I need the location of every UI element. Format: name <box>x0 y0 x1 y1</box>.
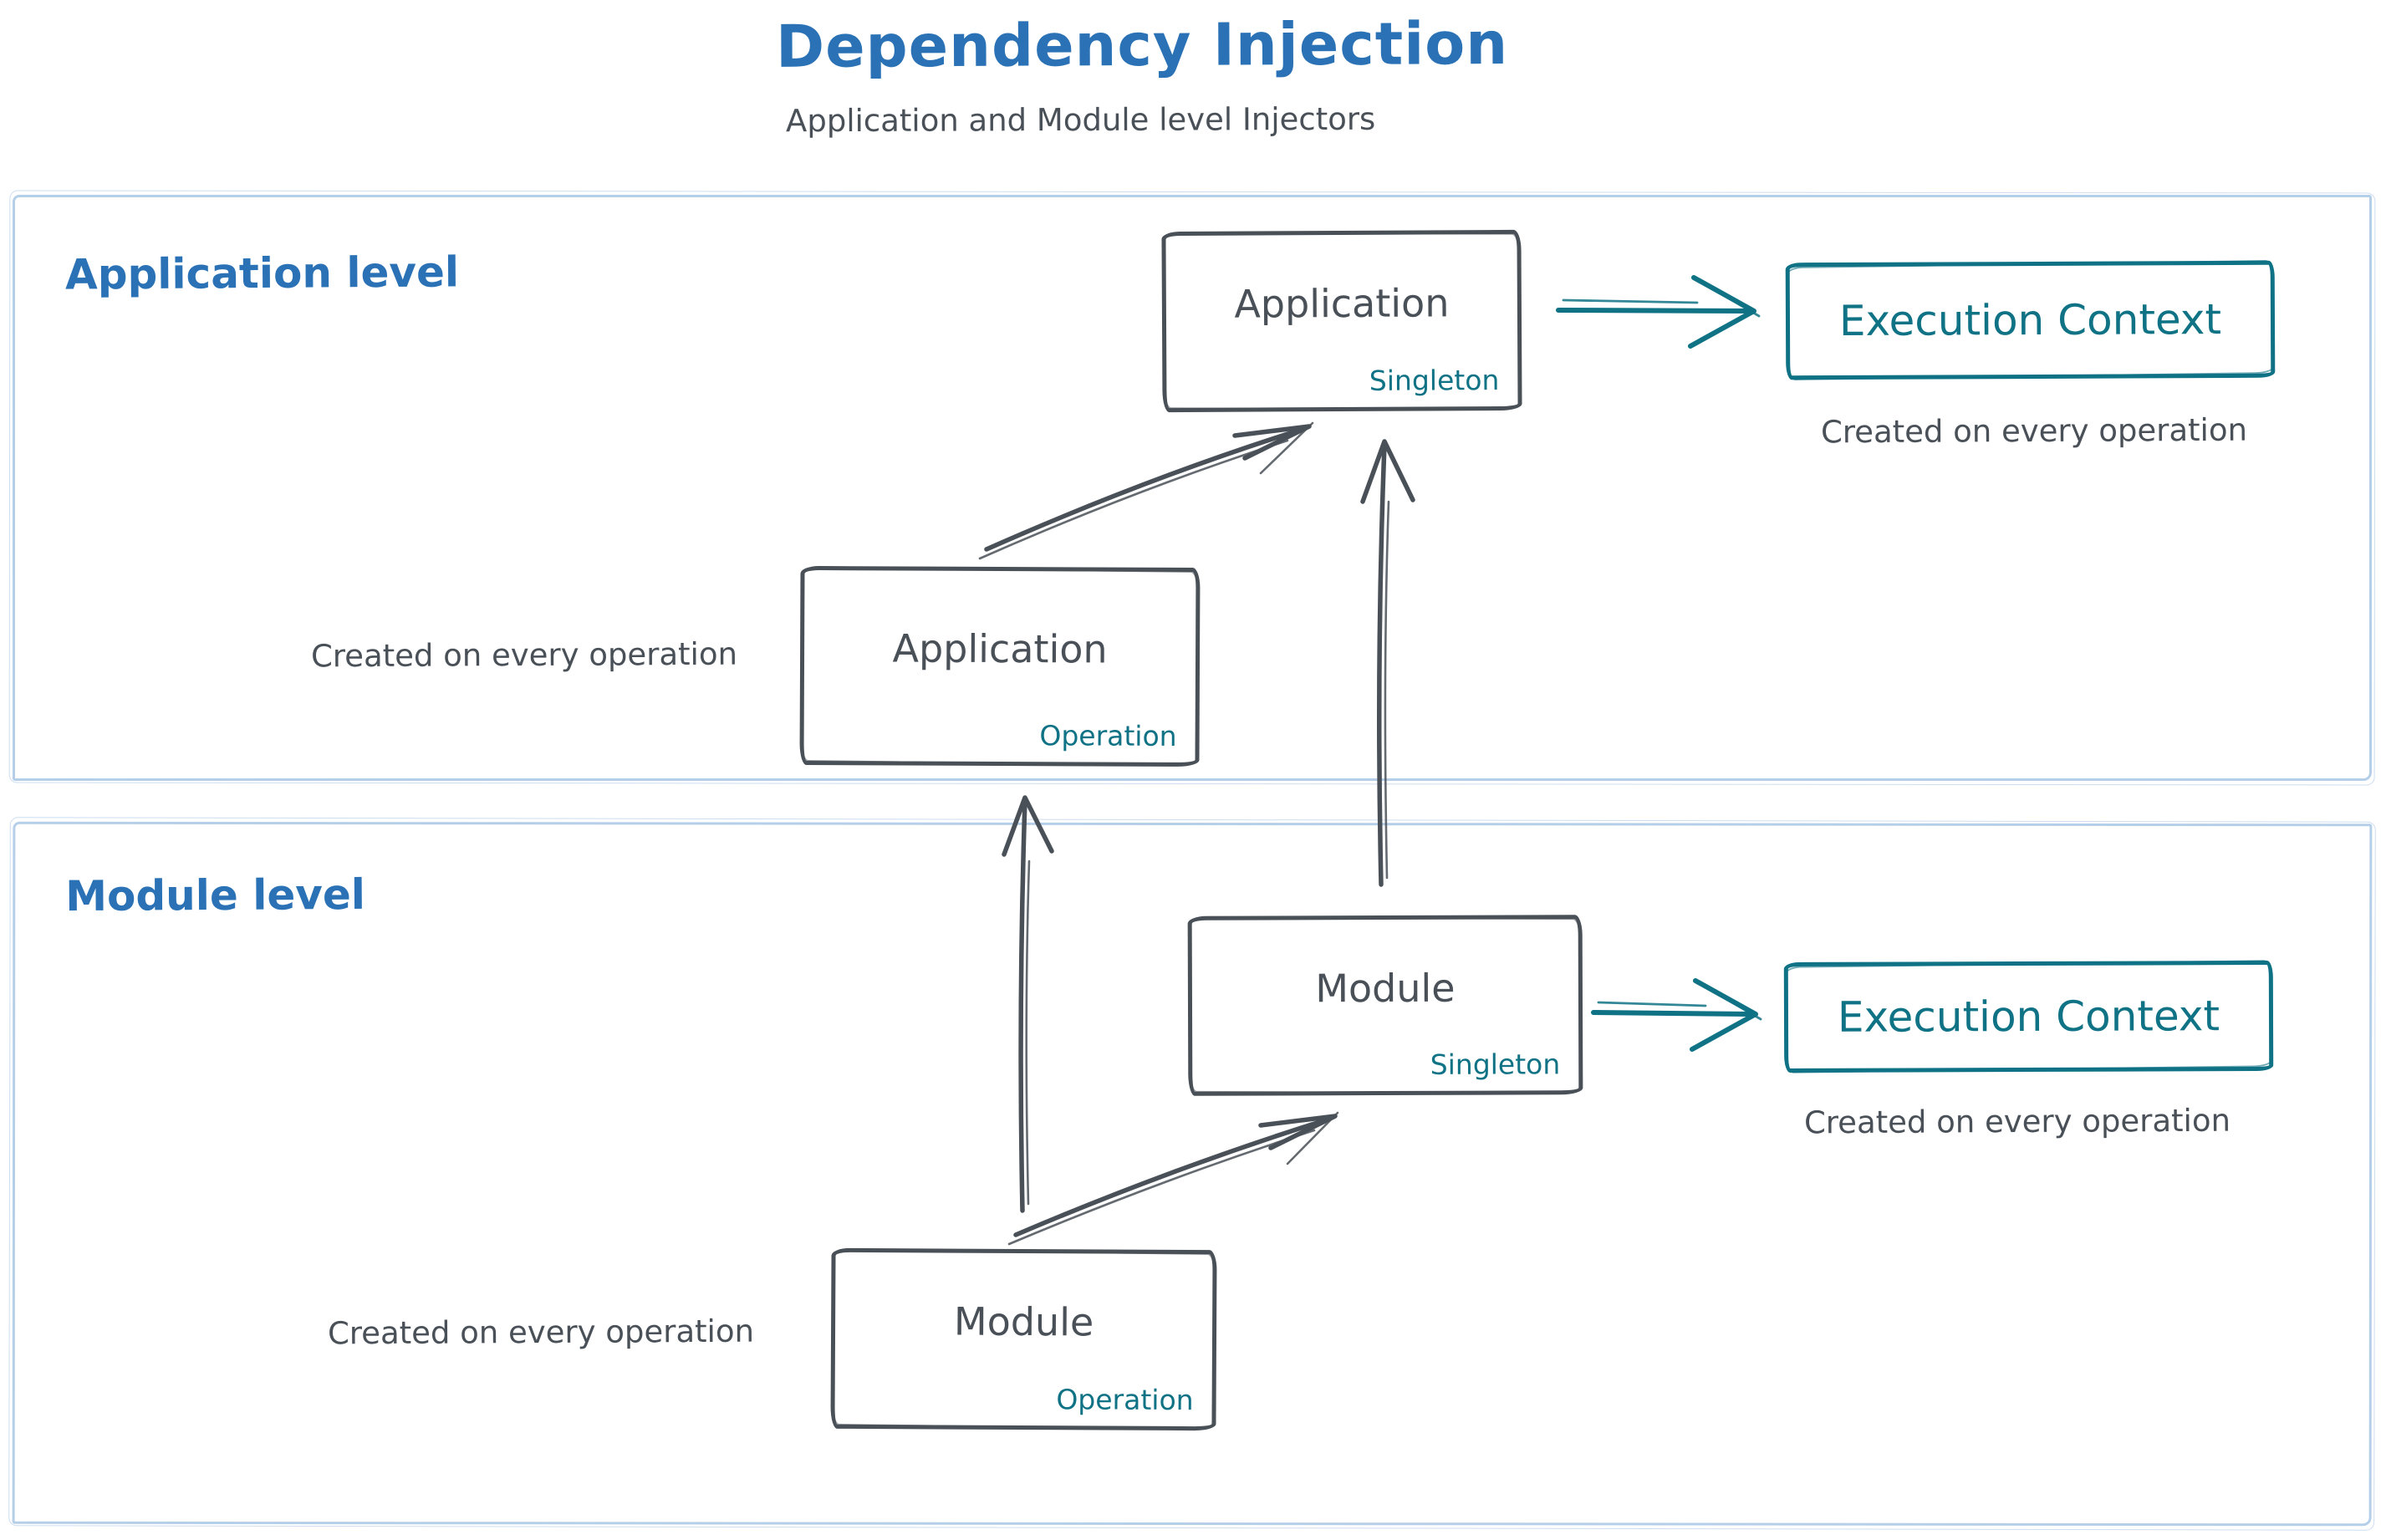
module-operation-title: Module <box>953 1298 1094 1345</box>
module-singleton-box: Module Singleton <box>1187 915 1583 1096</box>
module-singleton-subtitle: Singleton <box>1430 1048 1561 1081</box>
app-operation-title: Application <box>892 625 1108 672</box>
module-operation-box: Module Operation <box>830 1247 1217 1431</box>
execution-context-label-module: Execution Context <box>1837 992 2220 1042</box>
app-singleton-box: Application Singleton <box>1161 229 1522 413</box>
caption-module-operation: Created on every operation <box>327 1313 755 1352</box>
diagram-subtitle: Application and Module level Injectors <box>785 100 1376 140</box>
application-level-label: Application level <box>64 247 460 299</box>
execution-context-box-module: Execution Context <box>1783 960 2274 1073</box>
app-operation-subtitle: Operation <box>1039 719 1177 752</box>
diagram-title: Dependency Injection <box>775 9 1509 81</box>
app-singleton-subtitle: Singleton <box>1369 364 1500 397</box>
caption-execution-context-module: Created on every operation <box>1803 1102 2231 1141</box>
caption-execution-context-app: Created on every operation <box>1820 411 2248 451</box>
execution-context-box-app: Execution Context <box>1785 260 2276 380</box>
execution-context-label-app: Execution Context <box>1838 295 2222 345</box>
module-operation-subtitle: Operation <box>1056 1383 1194 1417</box>
module-level-label: Module level <box>65 869 366 921</box>
app-singleton-title: Application <box>1234 280 1450 327</box>
module-singleton-title: Module <box>1315 965 1456 1011</box>
app-operation-box: Application Operation <box>799 565 1201 767</box>
caption-app-operation: Created on every operation <box>310 635 738 675</box>
application-level-container: Application level <box>13 195 2372 781</box>
